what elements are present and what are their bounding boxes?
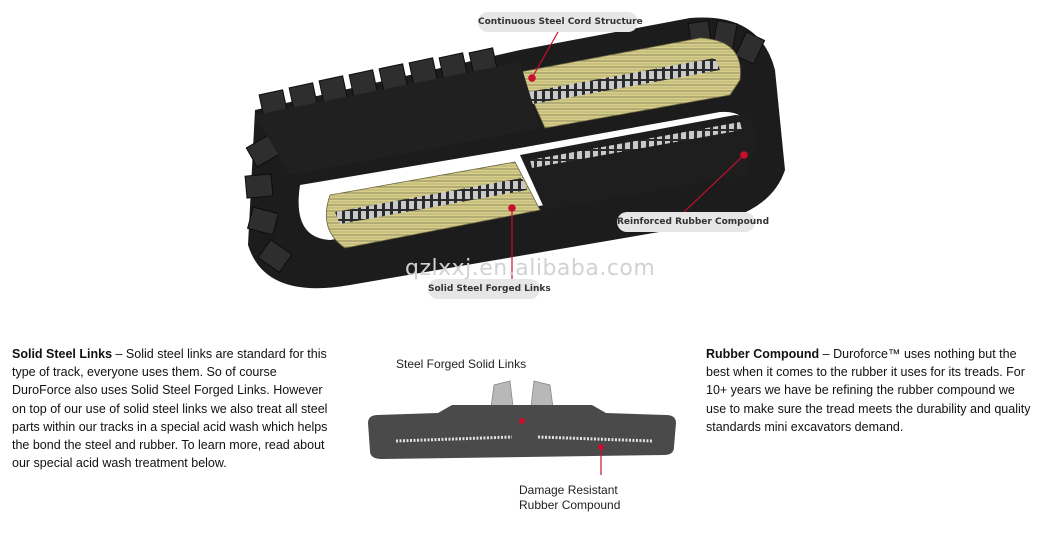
pointer-dot-links — [508, 204, 516, 212]
solid-steel-links-paragraph: Solid Steel Links – Solid steel links ar… — [12, 345, 338, 472]
label-steel-cord: Continuous Steel Cord Structure — [478, 12, 643, 32]
bottom-caption-line-1: Damage Resistant — [519, 483, 618, 497]
rubber-compound-body: – Duroforce™ uses nothing but the best w… — [706, 347, 1031, 434]
pointer-dot-rubber-compound — [598, 444, 604, 450]
pointer-dot-steel-cord — [528, 74, 536, 82]
pointer-dot-forged-links — [519, 418, 525, 424]
steel-cord-left — [395, 435, 513, 443]
tread-lugs — [244, 19, 766, 274]
cross-section-bottom-caption: Damage Resistant Rubber Compound — [519, 483, 620, 513]
solid-steel-links-heading: Solid Steel Links — [12, 347, 113, 361]
cross-section-top-caption: Steel Forged Solid Links — [396, 357, 527, 371]
label-steel-links: Solid Steel Forged Links — [428, 279, 551, 299]
solid-steel-links-body: – Solid steel links are standard for thi… — [12, 347, 328, 471]
bottom-caption-line-2: Rubber Compound — [519, 498, 621, 512]
label-rubber-compound: Reinforced Rubber Compound — [617, 212, 769, 232]
cross-section-diagram — [368, 380, 676, 475]
track-inner-rubber — [520, 115, 756, 210]
steel-links-lower — [335, 178, 527, 224]
rubber-track-illustration — [244, 17, 785, 289]
inner-teeth — [530, 122, 742, 168]
watermark: qzlxxj.en.alibaba.com — [405, 256, 656, 281]
rubber-slab-top — [255, 62, 540, 175]
steel-cord-right — [537, 435, 653, 443]
pointer-dot-rubber — [740, 151, 748, 159]
cross-section-rubber-body — [368, 405, 676, 459]
rubber-compound-paragraph: Rubber Compound – Duroforce™ uses nothin… — [706, 345, 1036, 436]
steel-links-upper — [528, 58, 720, 104]
pointer-lines — [508, 31, 748, 280]
rubber-compound-heading: Rubber Compound — [706, 347, 820, 361]
